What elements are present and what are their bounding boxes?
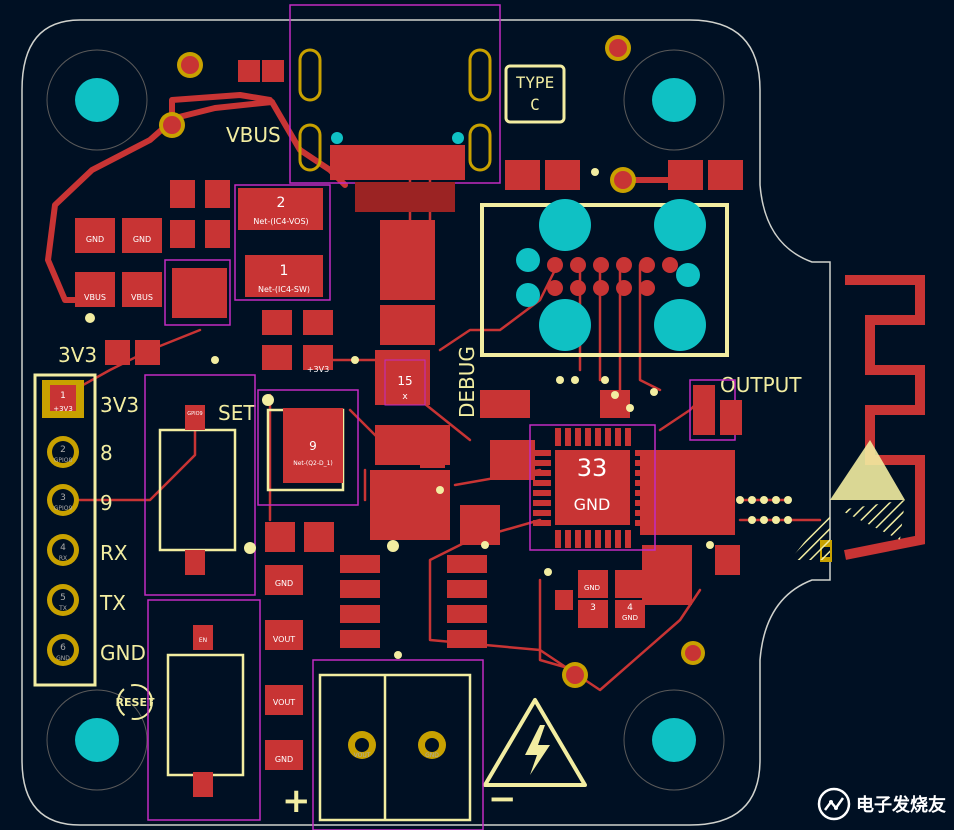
svg-text:Net-(IC4-VOS): Net-(IC4-VOS) <box>253 217 308 226</box>
electronics-enthusiast-logo-icon <box>817 787 851 821</box>
watermark-text: 电子发烧友 <box>856 795 946 816</box>
header-pin-4: 4 RX <box>47 534 79 566</box>
svg-text:9: 9 <box>309 439 317 453</box>
type-c-label-line2: C <box>530 95 540 114</box>
svg-text:GND: GND <box>133 235 151 244</box>
svg-text:VOUT: VOUT <box>354 752 371 759</box>
header-pin-1: 1 +3V3 <box>50 385 76 413</box>
svg-text:RX: RX <box>59 555 67 562</box>
svg-text:3: 3 <box>590 603 596 613</box>
mcu-pad-number: 33 <box>577 454 608 482</box>
svg-text:Net-(IC4-SW): Net-(IC4-SW) <box>258 285 310 294</box>
esd-warning-icon <box>790 440 905 560</box>
header-label-8: 8 <box>100 441 113 465</box>
mounting-hole-top-right <box>623 49 725 151</box>
plus-silk-label: + <box>282 781 311 821</box>
header-label-tx: TX <box>99 591 126 615</box>
svg-text:GND: GND <box>584 584 600 592</box>
svg-text:GND: GND <box>275 755 293 764</box>
board-outline <box>21 19 831 826</box>
reset-button-icon: RESET <box>116 684 155 720</box>
svg-text:VBUS: VBUS <box>84 293 106 302</box>
svg-text:6: 6 <box>60 643 66 653</box>
debug-silk-label: DEBUG <box>455 346 479 418</box>
terminal-block: VOUT GND <box>348 731 446 759</box>
svg-text:GND: GND <box>425 752 439 759</box>
mounting-hole-bottom-right <box>623 689 725 791</box>
svg-text:GPIO9: GPIO9 <box>187 411 202 417</box>
svg-text:GND: GND <box>86 235 104 244</box>
svg-text:GPIO9: GPIO9 <box>54 505 73 512</box>
svg-text:GND: GND <box>275 579 293 588</box>
svg-text:2: 2 <box>277 195 286 211</box>
vbus-silk-label: VBUS <box>226 123 281 147</box>
header-label-3v3: 3V3 <box>100 393 139 417</box>
silkscreen-labels: VBUS 3V3 SET OUTPUT DEBUG + − <box>58 123 802 821</box>
mounting-hole-top-left <box>46 49 148 151</box>
high-voltage-warning-icon <box>483 698 587 787</box>
svg-text:VOUT: VOUT <box>273 635 295 644</box>
header-label-rx: RX <box>100 541 128 565</box>
output-silk-label: OUTPUT <box>720 373 802 397</box>
svg-text:1: 1 <box>280 263 289 279</box>
svg-text:TX: TX <box>58 605 67 612</box>
header-label-9: 9 <box>100 491 113 515</box>
svg-text:2: 2 <box>60 445 66 455</box>
type-c-label-line1: TYPE <box>516 73 555 92</box>
header-silk-labels: 3V3 8 9 RX TX GND <box>99 393 146 665</box>
mounting-hole-bottom-left <box>46 689 148 791</box>
header-pin-3: 3 GPIO9 <box>47 484 79 516</box>
svg-text:GPIO8: GPIO8 <box>54 457 73 464</box>
vias <box>85 168 792 659</box>
type-c-label-box: TYPE C <box>504 64 566 124</box>
svg-text:x: x <box>402 392 408 402</box>
mcu-pad-net: GND <box>574 495 611 514</box>
svg-text:+3V3: +3V3 <box>53 405 73 413</box>
mcu-chip: 33 GND <box>529 424 656 551</box>
3v3-silk-label: 3V3 <box>58 343 97 367</box>
svg-text:GND: GND <box>56 655 70 662</box>
svg-text:EN: EN <box>199 637 207 644</box>
svg-text:4: 4 <box>60 543 66 553</box>
svg-text:1: 1 <box>60 391 66 401</box>
svg-text:VBUS: VBUS <box>131 293 153 302</box>
header-connector: 1 +3V3 2 GPIO8 3 GPIO9 4 RX 5 TX 6 GND <box>33 373 97 687</box>
header-pin-2: 2 GPIO8 <box>47 436 79 468</box>
round-pads <box>159 35 705 688</box>
svg-text:GND: GND <box>622 614 638 622</box>
header-pin-6: 6 GND <box>47 634 79 666</box>
svg-text:4: 4 <box>627 603 633 613</box>
usb-c-connector <box>289 4 501 212</box>
svg-text:3: 3 <box>60 493 66 503</box>
header-label-gnd: GND <box>100 641 146 665</box>
svg-text:VOUT: VOUT <box>273 698 295 707</box>
reset-silk-label: RESET <box>116 696 155 709</box>
svg-text:5: 5 <box>60 593 66 603</box>
svg-text:15: 15 <box>397 374 412 388</box>
qfn-chip: 15 x <box>384 359 426 406</box>
watermark: 电子发烧友 <box>816 786 946 822</box>
debug-connector <box>480 199 729 357</box>
svg-text:Net-(Q2-D_1): Net-(Q2-D_1) <box>293 460 333 467</box>
header-pin-5: 5 TX <box>47 584 79 616</box>
smd-pads <box>75 60 743 797</box>
set-silk-label: SET <box>218 401 256 425</box>
svg-text:+3V3: +3V3 <box>307 365 329 374</box>
mounting-holes <box>46 49 725 791</box>
